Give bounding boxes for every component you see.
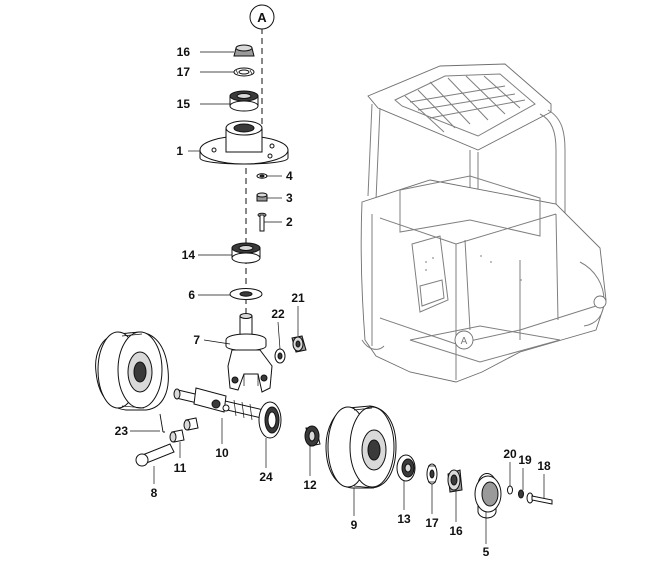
part-7-steering-knuckle (225, 313, 273, 393)
chassis-wheel-cutout (361, 339, 385, 350)
part-13-bearing (396, 454, 416, 482)
callout-12: 12 (303, 478, 317, 492)
chassis-floor (409, 325, 561, 363)
callout-2: 2 (286, 215, 293, 229)
part-11-bushing (169, 417, 199, 443)
part-20-washer (507, 485, 513, 495)
guard-pillar-mid (469, 150, 479, 194)
part-8-king-pin (135, 443, 175, 467)
part-9-wheel-right (325, 405, 397, 489)
reference-mark-a-frame-text: A (461, 336, 468, 347)
callout-10: 10 (215, 446, 229, 460)
part-19-lock-washer (518, 489, 524, 499)
callout-16-top: 16 (177, 45, 191, 59)
part-18-bolt (526, 492, 553, 505)
guard-grille-ribs (404, 75, 521, 133)
callout-22: 22 (271, 307, 285, 321)
callout-4: 4 (286, 169, 293, 183)
part-17-lock-washer-bottom (426, 463, 438, 485)
part-17-lock-washer-top (233, 67, 255, 77)
part-15-bearing (229, 90, 259, 112)
part-12-bearing (304, 425, 321, 447)
reference-mark-a-frame (454, 330, 474, 350)
callout-9: 9 (351, 518, 358, 532)
leader-lines (130, 51, 545, 544)
callout-17-bottom: 17 (425, 516, 439, 530)
callout-20: 20 (503, 447, 517, 461)
part-1-flange-housing (199, 120, 289, 165)
callout-7: 7 (193, 333, 200, 347)
callout-8: 8 (151, 486, 158, 500)
callout-23: 23 (115, 424, 129, 438)
callout-6: 6 (188, 288, 195, 302)
overhead-guard-roof (367, 63, 552, 151)
guard-grille-cross (409, 85, 526, 119)
part-24-seal (258, 401, 282, 439)
part-21-nut (291, 335, 307, 353)
callout-3: 3 (286, 191, 293, 205)
overhead-guard-grille (394, 73, 536, 137)
callout-11: 11 (174, 461, 187, 475)
callout-1: 1 (176, 144, 183, 158)
callout-16-bottom: 16 (449, 524, 463, 538)
callout-17-top: 17 (177, 65, 191, 79)
part-14-bearing (231, 242, 261, 264)
chassis-panel-lines (371, 213, 597, 380)
part-10-axle (173, 387, 273, 421)
forklift-chassis: A (360, 63, 607, 383)
part-22-washer (274, 348, 286, 364)
callout-labels: 16 17 15 1 4 3 2 14 6 21 22 7 23 11 10 2… (115, 45, 551, 559)
callout-13: 13 (397, 512, 411, 526)
guard-pillar-front (367, 103, 381, 201)
part-16-nut-bottom (447, 469, 463, 493)
chassis-body-outline (360, 179, 607, 383)
part-5-hub-cap (474, 473, 502, 519)
part-23-pin (159, 413, 165, 433)
callout-14: 14 (182, 248, 196, 262)
reference-mark-a-top: A (249, 4, 275, 30)
callout-24: 24 (259, 470, 273, 484)
reference-mark-a-top-text: A (257, 10, 267, 25)
part-4-washer (256, 173, 268, 179)
callout-15: 15 (177, 97, 191, 111)
guard-pillar-rear (539, 109, 566, 218)
callout-19: 19 (518, 453, 532, 467)
part-wheel-left (95, 331, 169, 411)
chassis-dots (425, 255, 522, 281)
chassis-rear-bolt (593, 295, 607, 309)
part-16-nut-top (233, 44, 255, 57)
part-2-bolt (257, 212, 267, 232)
part-6-thrust-washer (229, 288, 263, 300)
callout-21: 21 (291, 291, 305, 305)
chassis-inner-box (399, 175, 541, 237)
part-3-nut (256, 192, 268, 202)
callout-5: 5 (483, 545, 490, 559)
callout-18: 18 (537, 459, 551, 473)
chassis-battery-bay (411, 235, 449, 313)
